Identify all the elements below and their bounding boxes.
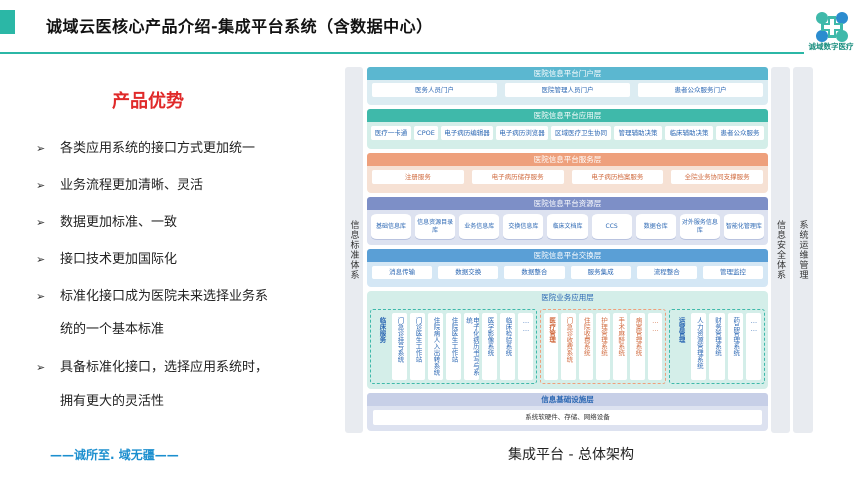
header-divider xyxy=(0,52,804,54)
arrow-icon: ➢ xyxy=(36,290,46,303)
standards-system-bar: 信息标准体系 xyxy=(345,67,363,433)
ops-management-bar: 系统运维管理 xyxy=(793,67,813,433)
layer-item: 医疗一卡通 xyxy=(371,126,411,140)
database-cylinder: 信息资源目录库 xyxy=(415,214,456,239)
arrow-icon: ➢ xyxy=(36,216,46,229)
system-column: 临床检验系统 xyxy=(500,313,515,380)
advantage-text: 各类应用系统的接口方式更加统一 xyxy=(60,141,256,156)
system-column: …… xyxy=(647,313,662,380)
advantage-item: ➢ 接口技术更加国际化 xyxy=(36,248,177,267)
motto: ——诚所至. 域无疆—— xyxy=(50,448,179,462)
layer-title: 医院信息平台资源层 xyxy=(367,197,768,210)
system-column: 门诊医生工作站 xyxy=(410,313,425,380)
medical-management-group: 医疗管理 门急诊收费系统 住院收费系统 护理管理系统 手术麻醉系统 病案管理系统… xyxy=(540,309,666,384)
application-layer: 医院信息平台应用层 医疗一卡通 CPOE 电子病历编辑器 电子病历浏览器 区域医… xyxy=(367,109,768,149)
layer-item: 全院业务协同支撑服务 xyxy=(671,170,763,184)
system-column: 医学影像系统 xyxy=(482,313,497,380)
arrow-icon: ➢ xyxy=(36,253,46,266)
advantage-item: ➢ 数据更加标准、一致 xyxy=(36,211,177,230)
layer-item: 数据交换 xyxy=(438,266,499,279)
infrastructure-text: 系统软硬件、存储、网络设备 xyxy=(373,410,762,425)
layer-title: 信息基础设施层 xyxy=(367,393,768,406)
database-cylinder: 数据仓库 xyxy=(635,214,676,239)
system-column: 护理管理系统 xyxy=(595,313,611,380)
system-column: 住院病人入出转系统 xyxy=(428,313,443,380)
layer-item: 患者公众服务 xyxy=(716,126,764,140)
service-layer: 医院信息平台服务层 注册服务 电子病历储存服务 电子病历档案服务 全院业务协同支… xyxy=(367,153,768,193)
layer-title: 医院信息平台服务层 xyxy=(367,153,768,166)
layer-title: 医院信息平台交换层 xyxy=(367,249,768,262)
layer-item: 电子病历编辑器 xyxy=(441,126,493,140)
system-column: 药品管理系统 xyxy=(727,313,743,380)
database-cylinder: 业务信息库 xyxy=(459,214,500,239)
database-cylinder: 交换信息库 xyxy=(503,214,544,239)
logo-icon xyxy=(816,12,848,42)
exchange-layer: 医院信息平台交换层 消息传输 数据交换 数据整合 服务集成 流程整合 管理监控 xyxy=(367,249,768,287)
page-title: 诚域云医核心产品介绍-集成平台系统（含数据中心） xyxy=(46,17,433,36)
advantages-title: 产品优势 xyxy=(112,91,184,112)
layer-item: 数据整合 xyxy=(504,266,565,279)
layer-item: 临床辅助决策 xyxy=(665,126,713,140)
database-cylinder: CCS xyxy=(591,214,632,239)
advantage-text: 标准化接口成为医院未来选择业务系 xyxy=(60,289,269,304)
advantage-continuation: 统的一个基本标准 xyxy=(60,322,165,337)
layer-item: CPOE xyxy=(414,126,438,140)
arrow-icon: ➢ xyxy=(36,142,46,155)
system-column: 门急诊收费系统 xyxy=(561,313,576,380)
group-label: 临床服务 xyxy=(378,317,386,343)
database-cylinder: 基础信息库 xyxy=(371,214,412,239)
database-cylinder: 临床文档库 xyxy=(547,214,588,239)
advantage-continuation: 拥有更大的灵活性 xyxy=(60,394,165,409)
arrow-icon: ➢ xyxy=(36,361,46,374)
advantage-item: ➢ 标准化接口成为医院未来选择业务系 xyxy=(36,285,268,304)
layer-item: 服务集成 xyxy=(570,266,631,279)
system-column: …… xyxy=(745,313,762,380)
system-column: …… xyxy=(518,313,533,380)
advantage-item: ➢ 各类应用系统的接口方式更加统一 xyxy=(36,137,255,156)
logo-text: 诚域数字医疗 xyxy=(808,42,854,51)
system-column: 住院医生工作站 xyxy=(446,313,461,380)
layer-item: 流程整合 xyxy=(636,266,697,279)
layer-item: 区域医疗卫生协同 xyxy=(551,126,611,140)
clinical-services-group: 临床服务 门急诊挂号系统 门诊医生工作站 住院病人入出转系统 住院医生工作站 电… xyxy=(370,309,537,384)
layer-title: 医院业务应用层 xyxy=(541,293,594,302)
layer-item: 患者公众服务门户 xyxy=(638,83,763,97)
layer-title: 医院信息平台应用层 xyxy=(367,109,768,122)
title-accent-bar xyxy=(0,10,15,34)
advantage-item: ➢ 具备标准化接口，选择应用系统时， xyxy=(36,356,268,375)
layer-item: 医院管理人员门户 xyxy=(505,83,630,97)
advantage-text: 业务流程更加清晰、灵活 xyxy=(60,178,204,193)
diagram-caption: 集成平台 - 总体架构 xyxy=(508,447,634,463)
system-column: 人力资源管理系统 xyxy=(691,313,707,380)
layer-title: 医院信息平台门户层 xyxy=(367,67,768,80)
system-column: 电子化病历书写与系统 xyxy=(464,313,479,380)
system-column: 财务管理系统 xyxy=(709,313,725,380)
system-column: 手术麻醉系统 xyxy=(613,313,628,380)
layer-item: 电子病历档案服务 xyxy=(571,170,664,184)
portal-layer: 医院信息平台门户层 医务人员门户 医院管理人员门户 患者公众服务门户 xyxy=(367,67,768,105)
layer-item: 电子病历储存服务 xyxy=(471,170,564,184)
system-column: 病案管理系统 xyxy=(630,313,645,380)
group-label: 运营管理 xyxy=(677,317,686,343)
system-column: 门急诊挂号系统 xyxy=(392,313,407,380)
group-label: 医疗管理 xyxy=(544,313,559,380)
system-column: 住院收费系统 xyxy=(578,313,593,380)
arrow-icon: ➢ xyxy=(36,179,46,192)
advantage-item: ➢ 业务流程更加清晰、灵活 xyxy=(36,174,203,193)
layer-item: 注册服务 xyxy=(372,170,464,184)
layer-item: 管理监控 xyxy=(702,266,764,279)
advantage-text: 具备标准化接口，选择应用系统时， xyxy=(60,360,269,375)
layer-item: 电子病历浏览器 xyxy=(496,126,548,140)
operations-management-group: 运营管理 人力资源管理系统 财务管理系统 药品管理系统 …… xyxy=(669,309,765,384)
resource-layer: 医院信息平台资源层 基础信息库 信息资源目录库 业务信息库 交换信息库 临床文档… xyxy=(367,197,768,245)
layer-item: 管理辅助决策 xyxy=(614,126,662,140)
security-system-bar: 信息安全体系 xyxy=(771,67,790,433)
layer-item: 医务人员门户 xyxy=(372,83,497,97)
database-cylinder: 对外服务信息库 xyxy=(679,214,720,239)
advantage-text: 接口技术更加国际化 xyxy=(60,252,178,267)
infrastructure-layer: 信息基础设施层 系统软硬件、存储、网络设备 xyxy=(367,393,768,431)
advantage-text: 数据更加标准、一致 xyxy=(60,215,178,230)
database-cylinder: 智能化管理库 xyxy=(723,214,764,239)
layer-item: 消息传输 xyxy=(372,266,433,279)
